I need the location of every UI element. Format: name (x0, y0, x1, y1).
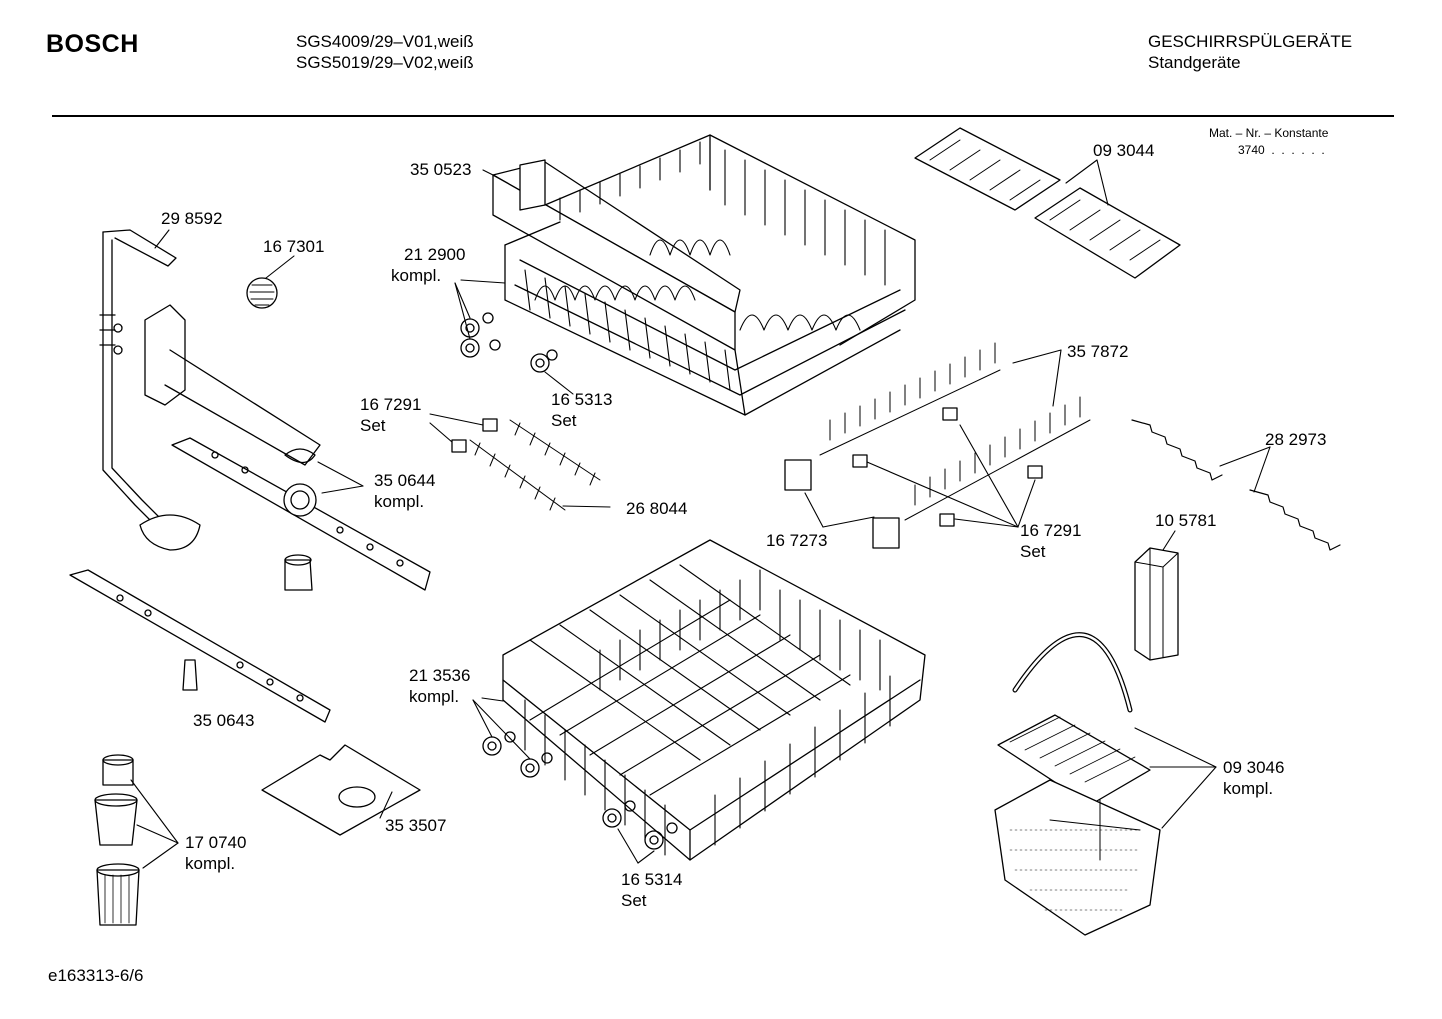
upper-basket-drawing (461, 135, 915, 415)
part-number-167301: 16 7301 (263, 237, 325, 256)
part-number-105781: 10 5781 (1155, 511, 1217, 530)
part-number-350523: 35 0523 (410, 160, 472, 179)
upper-spray-arm-drawing (172, 438, 430, 590)
part-number-167273: 16 7273 (766, 531, 828, 550)
part-number-167291-upper: 16 7291 (360, 395, 422, 414)
lower-spray-arm-drawing (70, 570, 330, 722)
shelf-clip-drawing (1132, 420, 1340, 550)
filter-drawing (95, 755, 139, 925)
part-number-213536: 21 3536 (409, 666, 471, 685)
part-suffix-165313: Set (551, 411, 577, 430)
model-line-2: SGS5019/29–V02,weiß (296, 53, 474, 72)
part-suffix-170740: kompl. (185, 854, 236, 873)
spray-pipe-drawing (100, 230, 320, 550)
sieve-plate-drawing (262, 745, 420, 835)
drawing-id: e163313-6/6 (48, 966, 144, 985)
header-rule (52, 115, 1394, 117)
part-number-212900: 21 2900 (404, 245, 466, 264)
part-suffix-167291-upper: Set (360, 416, 386, 435)
part-number-165314: 16 5314 (621, 870, 683, 889)
part-number-350644: 35 0644 (374, 471, 436, 490)
lower-basket-drawing (483, 540, 925, 860)
material-constant-label: Mat. – Nr. – Konstante (1209, 126, 1329, 140)
category-title: GESCHIRRSPÜLGERÄTE (1148, 32, 1353, 51)
nozzle-drawing (247, 278, 277, 308)
part-suffix-350644: kompl. (374, 492, 425, 511)
part-suffix-093046: kompl. (1223, 779, 1274, 798)
tine-strip-drawing (470, 343, 1090, 520)
part-number-353507: 35 3507 (385, 816, 447, 835)
part-number-350643: 35 0643 (193, 711, 255, 730)
part-number-268044: 26 8044 (626, 499, 688, 518)
cutlery-basket-drawing (995, 635, 1160, 935)
brand-logo: BOSCH (46, 30, 139, 58)
part-suffix-165314: Set (621, 891, 647, 910)
cutlery-holder-drawing (1135, 548, 1178, 660)
material-constant-value: 3740 . . . . . . (1238, 143, 1325, 157)
leader-lines (131, 160, 1270, 868)
part-suffix-167291-lower: Set (1020, 542, 1046, 561)
part-number-282973: 28 2973 (1265, 430, 1327, 449)
part-number-357872: 35 7872 (1067, 342, 1129, 361)
part-number-093046: 09 3046 (1223, 758, 1285, 777)
model-line-1: SGS4009/29–V01,weiß (296, 32, 474, 51)
part-number-298592: 29 8592 (161, 209, 223, 228)
part-suffix-213536: kompl. (409, 687, 460, 706)
part-number-170740: 17 0740 (185, 833, 247, 852)
clip-drawing (452, 408, 1042, 548)
part-number-165313: 16 5313 (551, 390, 613, 409)
part-number-093044: 09 3044 (1093, 141, 1155, 160)
part-suffix-212900: kompl. (391, 266, 442, 285)
part-number-167291-lower: 16 7291 (1020, 521, 1082, 540)
cup-rack-drawing (915, 128, 1180, 278)
subcategory-title: Standgeräte (1148, 53, 1241, 72)
